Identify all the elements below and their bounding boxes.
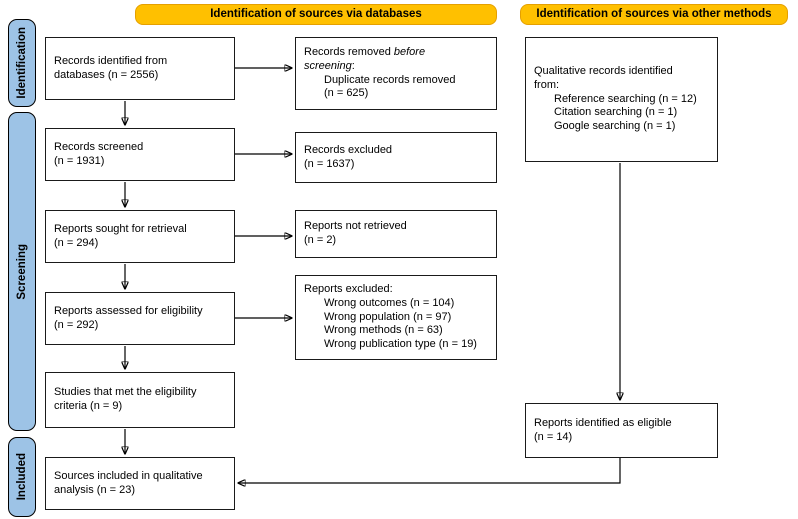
reports-excluded-item: Wrong outcomes (n = 104): [324, 296, 455, 309]
banner-other-methods: Identification of sources via other meth…: [520, 4, 788, 25]
box-sources-included-text: Sources included in qualitative analysis…: [54, 469, 203, 496]
box-reports-eligible: Reports identified as eligible (n = 14): [525, 403, 718, 458]
box-reports-sought: Reports sought for retrieval (n = 294): [45, 210, 235, 263]
box-reports-eligible-text: Reports identified as eligible (n = 14): [534, 416, 672, 443]
box-records-removed: Records removed before screening: Duplic…: [295, 37, 497, 110]
reports-excluded-item: Wrong methods (n = 63): [324, 324, 443, 337]
box-reports-assessed-text: Reports assessed for eligibility (n = 29…: [54, 304, 203, 331]
qualitative-records-item: Google searching (n = 1): [554, 120, 676, 133]
records-removed-pre: Records removed: [304, 45, 394, 58]
box-reports-not-retrieved: Reports not retrieved (n = 2): [295, 210, 497, 258]
box-sources-included: Sources included in qualitative analysis…: [45, 457, 235, 510]
box-studies-met: Studies that met the eligibility criteri…: [45, 372, 235, 428]
reports-excluded-item: Wrong publication type (n = 19): [324, 338, 477, 351]
arrow-eligible-to-sources: [238, 458, 621, 483]
records-removed-post: :: [351, 59, 355, 72]
box-records-identified: Records identified from databases (n = 2…: [45, 37, 235, 100]
box-reports-assessed: Reports assessed for eligibility (n = 29…: [45, 292, 235, 345]
box-records-identified-text: Records identified from databases (n = 2…: [54, 54, 168, 81]
phase-label-screening: Screening: [15, 243, 28, 300]
phase-bar-included: Included: [8, 437, 36, 517]
box-records-excluded: Records excluded (n = 1637): [295, 132, 497, 183]
box-reports-sought-text: Reports sought for retrieval (n = 294): [54, 222, 187, 249]
box-qualitative-records-title: Qualitative records identified from:: [534, 64, 673, 91]
box-qualitative-records: Qualitative records identified from: Ref…: [525, 37, 718, 162]
box-records-screened-text: Records screened (n = 1931): [54, 140, 144, 167]
banner-databases: Identification of sources via databases: [135, 4, 497, 25]
box-reports-excluded-title: Reports excluded:: [304, 282, 393, 295]
box-records-screened: Records screened (n = 1931): [45, 128, 235, 181]
qualitative-records-item: Citation searching (n = 1): [554, 106, 678, 119]
box-studies-met-text: Studies that met the eligibility criteri…: [54, 386, 197, 412]
phase-bar-identification: Identification: [8, 19, 36, 107]
records-removed-item: Duplicate records removed (n = 625): [324, 73, 456, 100]
phase-label-identification: Identification: [15, 27, 28, 99]
box-records-removed-title: Records removed before screening:: [304, 46, 488, 74]
box-records-excluded-text: Records excluded (n = 1637): [304, 143, 393, 170]
phase-label-included: Included: [15, 453, 28, 501]
phase-bar-screening: Screening: [8, 112, 36, 431]
box-reports-excluded: Reports excluded: Wrong outcomes (n = 10…: [295, 275, 497, 360]
reports-excluded-item: Wrong population (n = 97): [324, 310, 452, 323]
box-reports-not-retrieved-text: Reports not retrieved (n = 2): [304, 220, 407, 246]
qualitative-records-item: Reference searching (n = 12): [554, 92, 697, 105]
records-removed-italic: before screening: [304, 45, 426, 72]
banner-databases-label: Identification of sources via databases: [210, 8, 422, 21]
banner-other-methods-label: Identification of sources via other meth…: [536, 8, 772, 21]
